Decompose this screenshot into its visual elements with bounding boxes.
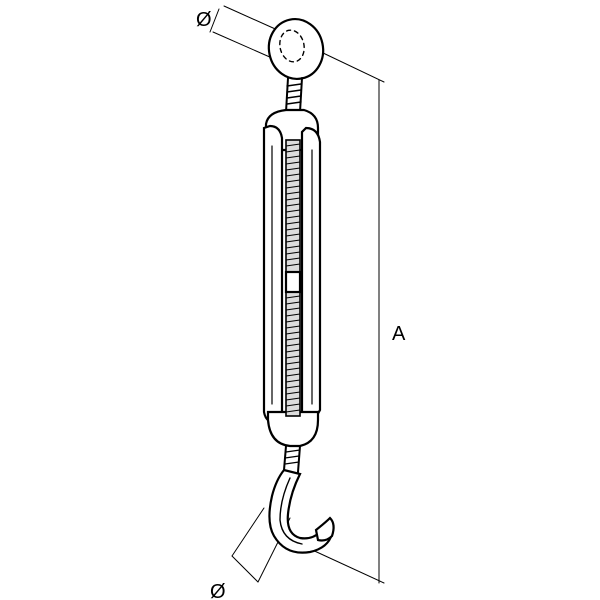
diameter-top-label: Ø xyxy=(196,9,212,31)
hook xyxy=(268,445,335,554)
turnbuckle-frame xyxy=(262,108,322,448)
length-label: A xyxy=(392,323,406,345)
diameter-bottom-label: Ø xyxy=(210,581,226,600)
threaded-rods xyxy=(284,139,302,417)
eye-bolt xyxy=(267,18,325,113)
